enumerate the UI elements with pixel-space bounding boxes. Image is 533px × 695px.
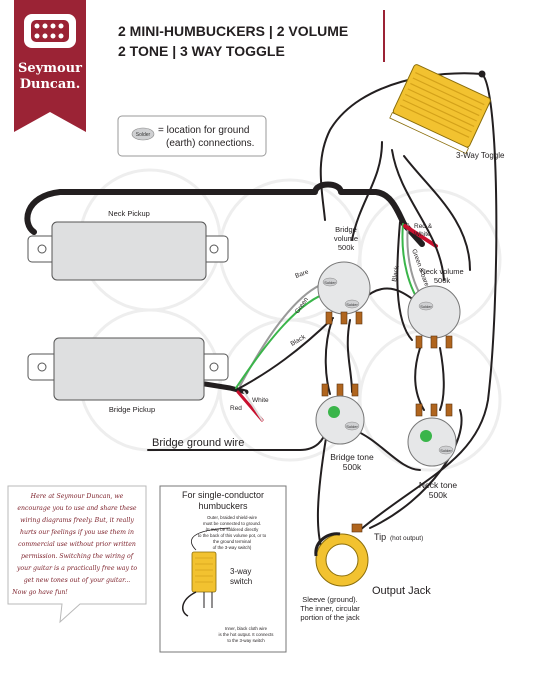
tone-capacitor-bridge xyxy=(328,406,340,418)
three-way-toggle: 3-Way Toggle xyxy=(389,64,505,160)
note-line-1: Here at Seymour Duncan, we xyxy=(30,493,124,500)
neck-tone-label-2: 500k xyxy=(429,490,448,500)
neck-volume-to-tone xyxy=(414,347,425,411)
label-red: Red xyxy=(230,405,242,412)
tone-ground-link xyxy=(353,429,421,471)
toggle-to-bridge-volume xyxy=(351,141,383,241)
inset-top-note-2: must be connected to ground. xyxy=(203,521,261,526)
output-jack-label: Output Jack xyxy=(372,585,431,597)
label-red-white-2: White xyxy=(414,231,431,238)
note-line-3: wiring diagrams freely. But, it really xyxy=(20,517,134,524)
toggle-top-loop xyxy=(319,72,483,221)
bridge-ground-label: Bridge ground wire xyxy=(152,437,244,449)
brand-name-line1: Seymour xyxy=(18,61,82,76)
note-line-5: commercial use without prior written xyxy=(18,541,136,548)
inset-bottom-note-3: to the 3-way switch xyxy=(227,638,265,643)
jack-tip-label: Tip xyxy=(374,532,386,542)
neck-tone-label-1: Neck tone xyxy=(419,480,458,490)
toggle-output xyxy=(359,73,498,531)
note-line-9: Now go have fun! xyxy=(11,589,68,596)
inset-top-note-1: Outer, braided shield-wire xyxy=(207,515,258,520)
inset-top-note-3: (It may be soldered directly xyxy=(206,527,260,532)
neck-tone-pot: Solder Neck tone 500k xyxy=(407,403,458,500)
jack-tip-wire xyxy=(369,409,463,529)
usage-note-card: Here at Seymour Duncan, we encourage you… xyxy=(7,485,147,624)
seymour-duncan-logo: Seymour Duncan. xyxy=(14,0,86,132)
neck-volume-ground-bus xyxy=(439,347,445,411)
jack-sleeve-label-1: Sleeve (ground). xyxy=(302,595,357,604)
neck-volume-pot: Solder Neck volume 500k xyxy=(407,267,464,349)
neck-volume-label-2: 500k xyxy=(434,276,451,285)
note-line-2: encourage you to use and share these xyxy=(17,505,137,512)
label-black-bridge: Black xyxy=(290,333,308,347)
legend-text-line1: = location for ground xyxy=(158,125,249,136)
bridge-volume-label-2: volume xyxy=(334,234,358,243)
bridge-volume-to-tone xyxy=(324,319,333,395)
jack-sleeve-label-2: The inner, circular xyxy=(300,604,360,613)
bridge-pickup-cable xyxy=(202,381,249,395)
solder-point-neck-vol: Solder xyxy=(420,304,432,309)
tone-capacitor-neck xyxy=(420,430,432,442)
bridge-volume-label-1: Bridge xyxy=(335,225,357,234)
inset-switch-label-1: 3-way xyxy=(230,567,251,576)
solder-blob-icon xyxy=(131,127,155,141)
page-title-line1: 2 MINI-HUMBUCKERS | 2 VOLUME xyxy=(118,23,348,39)
label-black-neck: Black xyxy=(391,265,401,283)
solder-point-bridge-vol-2: Solder xyxy=(346,302,358,307)
bridge-pickup: Bridge Pickup xyxy=(27,337,229,414)
legend-text-line2: (earth) connections. xyxy=(166,138,254,149)
label-bare: Bare xyxy=(294,268,310,279)
inset-title-line1: For single-conductor xyxy=(182,490,264,500)
label-white: White xyxy=(252,397,269,404)
inset-switch-label-2: switch xyxy=(230,577,252,586)
neck-volume-label-1: Neck volume xyxy=(420,267,463,276)
note-line-6: permission. Switching the wiring of xyxy=(21,553,135,560)
inset-top-note-5: the ground terminal xyxy=(213,539,251,544)
neck-pickup-red-white xyxy=(403,224,438,248)
toggle-lug-top xyxy=(478,70,486,78)
page-title-line2: 2 TONE | 3 WAY TOGGLE xyxy=(118,43,285,59)
solder-point-bridge-vol-1: Solder xyxy=(324,280,336,285)
jack-tip-note: (hot output) xyxy=(390,535,423,542)
toggle-label: 3-Way Toggle xyxy=(456,151,505,160)
label-green: Green xyxy=(294,296,310,315)
output-jack: Output Jack Tip (hot output) Sleeve (gro… xyxy=(300,523,431,622)
neck-pickup-cable xyxy=(24,181,425,247)
bridge-pickup-label: Bridge Pickup xyxy=(109,405,155,414)
solder-pill-label: Solder xyxy=(136,132,151,138)
bridge-volume-pot: Solder Solder Bridge volume 500k xyxy=(317,225,371,325)
single-conductor-inset: For single-conductor humbuckers Outer, b… xyxy=(159,485,287,653)
solder-point-bridge-tone: Solder xyxy=(346,424,358,429)
toggle-to-neck-volume xyxy=(391,149,445,281)
note-line-8: get new tones out of your guitar... xyxy=(24,577,131,584)
solder-point-neck-tone: Solder xyxy=(440,448,452,453)
inset-title-line2: humbuckers xyxy=(198,501,248,511)
solder-legend: Solder = location for ground (earth) con… xyxy=(117,115,267,157)
inset-top-note-4: to the back of this volume pot, or to xyxy=(198,533,267,538)
jack-sleeve-label-3: portion of the jack xyxy=(300,613,359,622)
label-red-white-1: Red & xyxy=(414,223,433,230)
neck-pickup-label: Neck Pickup xyxy=(108,209,150,218)
note-line-4: hurts our feelings if you use them in xyxy=(20,529,134,536)
bridge-tone-label-2: 500k xyxy=(343,462,362,472)
bridge-volume-label-3: 500k xyxy=(338,243,355,252)
inset-bottom-note-2: is the hot output. It connects xyxy=(219,632,275,637)
toggle-ground xyxy=(403,155,471,271)
bridge-tone-pot: Solder Bridge tone 500k xyxy=(315,383,374,472)
brand-name-line2: Duncan. xyxy=(20,77,81,92)
note-line-7: your guitar is a practically free way to xyxy=(16,565,138,572)
inset-top-note-6: of the 3-way switch) xyxy=(213,545,252,550)
bridge-tone-label-1: Bridge tone xyxy=(330,452,374,462)
bridge-pickup-black-wire xyxy=(235,317,334,391)
inset-bottom-note-1: Inner, black cloth wire xyxy=(225,626,268,631)
neck-pickup: Neck Pickup xyxy=(27,209,229,281)
